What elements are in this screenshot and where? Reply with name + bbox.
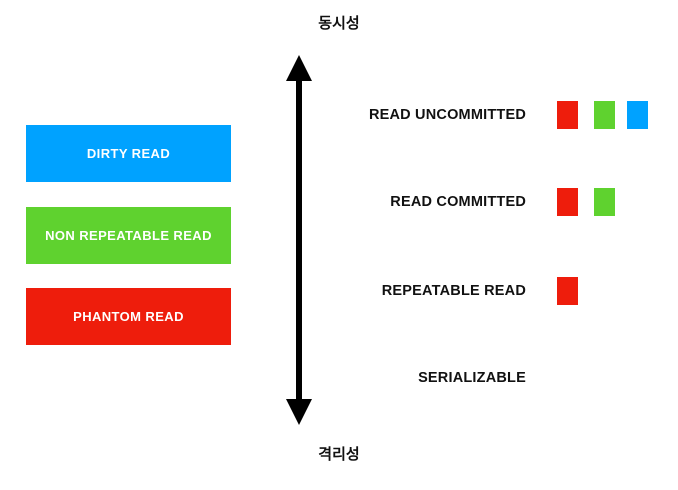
non-repeatable-read-marker: [594, 101, 615, 129]
axis-bottom-label: 격리성: [318, 446, 360, 463]
anomaly-marker-group: [542, 185, 666, 219]
isolation-level-name: SERIALIZABLE: [418, 370, 526, 386]
legend-item-label: PHANTOM READ: [73, 309, 184, 324]
anomaly-marker-group: [542, 274, 666, 308]
non-repeatable-read-marker: [594, 188, 615, 216]
anomaly-marker-group: [542, 361, 666, 395]
phantom-read-marker: [557, 277, 578, 305]
legend-item-label: NON REPEATABLE READ: [45, 228, 212, 243]
legend-item-phantom-read: PHANTOM READ: [26, 288, 231, 345]
isolation-level-row: SERIALIZABLE: [330, 361, 666, 395]
legend-item-dirty-read: DIRTY READ: [26, 125, 231, 182]
axis-top-label: 동시성: [318, 15, 360, 32]
anomaly-marker-group: [542, 98, 666, 132]
isolation-level-name: READ UNCOMMITTED: [368, 107, 526, 123]
isolation-level-name: READ COMMITTED: [390, 194, 526, 210]
phantom-read-marker: [557, 188, 578, 216]
isolation-level-row: READ COMMITTED: [330, 185, 666, 219]
dirty-read-marker: [627, 101, 648, 129]
phantom-read-marker: [557, 101, 578, 129]
isolation-level-name: REPEATABLE READ: [381, 283, 526, 299]
isolation-level-row: REPEATABLE READ: [330, 274, 666, 308]
isolation-level-row: READ UNCOMMITTED: [330, 98, 666, 132]
legend-item-non-repeatable-read: NON REPEATABLE READ: [26, 207, 231, 264]
double-headed-vertical-arrow-icon: [282, 55, 316, 425]
legend-item-label: DIRTY READ: [86, 146, 171, 161]
